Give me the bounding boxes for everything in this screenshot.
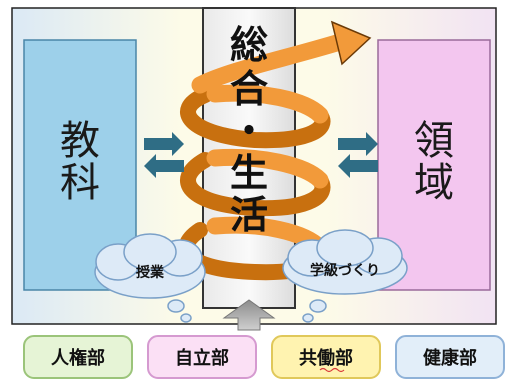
dept-box-health — [395, 335, 505, 379]
subjects-label-1: 教 — [60, 118, 100, 164]
pillar-char-2: 合 — [229, 67, 268, 111]
class-building-cloud — [282, 229, 408, 323]
domains-label-2: 域 — [414, 160, 454, 206]
domains-label-1: 領 — [414, 118, 454, 164]
subjects-label-2: 科 — [60, 160, 100, 206]
spellcheck-underline — [319, 367, 345, 373]
dept-cooperation: 共働部 — [299, 348, 353, 369]
dept-independence: 自立部 — [175, 348, 229, 369]
dept-box-cooperation — [271, 335, 381, 379]
class-building-cloud-label: 学級づくり — [310, 263, 380, 279]
dept-box-independence — [147, 335, 257, 379]
dept-human-rights: 人権部 — [51, 348, 105, 369]
left-exchange-arrows-icon — [144, 132, 184, 178]
spiral-arrow-head — [330, 20, 372, 66]
dept-box-human-rights — [23, 335, 133, 379]
dept-health: 健康部 — [423, 348, 477, 369]
right-exchange-arrows-icon — [338, 132, 378, 178]
class-cloud — [94, 233, 206, 323]
pillar-char-5: 活 — [229, 193, 268, 237]
pillar-char-4: 生 — [229, 151, 268, 195]
class-cloud-label: 授業 — [136, 265, 164, 281]
pillar-char-1: 総 — [229, 23, 268, 67]
pillar-char-3: ・ — [229, 109, 268, 153]
up-arrow-icon — [222, 299, 276, 331]
